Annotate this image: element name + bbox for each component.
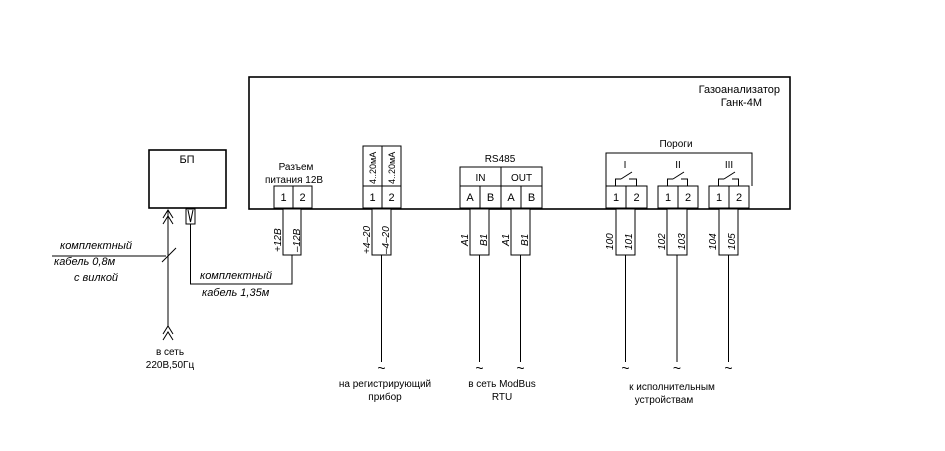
power-connector-title-1: Разъем [279,162,314,173]
rs485-dest-1: в сеть ModBus [468,379,536,390]
analog-output: 4..20мА 4..20мА 1 2 +4–20 –4–20 ~ на рег… [339,145,431,403]
psu-label: БП [179,154,194,166]
rs485-dest-2: RTU [492,392,512,403]
relay-wire-104: 104 [708,233,719,250]
relay-wire-105: 105 [727,233,738,250]
analog-pin-2: 2 [388,192,394,204]
analog-wire-plus: +4–20 [362,225,373,254]
cable-08-line2: кабель 0,8м [54,256,116,268]
psu-box [148,149,227,209]
mains-arrow-icon [162,325,174,341]
relay-group-2: II [675,160,681,171]
analog-dest-2: прибор [368,391,402,403]
mains-label-1: в сеть [156,347,184,358]
rs485-title: RS485 [485,154,516,165]
power-pin-2: 2 [299,192,305,204]
cable-tick [161,247,177,263]
relay-pin-1: 1 [613,192,619,204]
rs485-pin-in-a: A [466,192,474,204]
relay-pin-2: 2 [633,192,639,204]
rs485-tilde-out: ~ [516,360,524,376]
mains-label-2: 220В,50Гц [146,360,195,371]
power-wire-plus: +12В [273,228,284,252]
analog-dest-1: на регистрирующий [339,379,431,390]
relay-contact-2 [667,171,688,186]
relay-wire-102: 102 [657,233,668,250]
power-wire-minus: –12В [292,228,303,253]
relay-wire-100: 100 [605,233,616,250]
analog-tilde: ~ [377,360,385,376]
relay-dest-2: устройствам [635,395,694,406]
cable-135-line1: комплектный [200,270,272,282]
analyzer-model: Ганк-4М [721,97,762,109]
relay-contact-3 [718,171,739,186]
analog-header-1: 4..20мА [368,152,378,184]
cable-08-line1: комплектный [60,240,132,252]
analog-pin-1: 1 [369,192,375,204]
relay-dest-1: к исполнительным [629,382,715,393]
relay-wire-101: 101 [624,233,635,250]
rs485-pin-out-a: A [507,192,515,204]
relay-group-1: I [624,160,627,171]
relay-tilde-1: ~ [621,360,629,376]
power-connector-title-2: питания 12В [265,175,323,186]
rs485-wire-out-b: B1 [520,234,531,246]
psu-cable [190,224,293,285]
analog-header-2: 4..20мА [387,152,397,184]
rs485-in-label: IN [476,173,486,184]
rs485-pin-out-b: B [528,192,535,204]
relay-pin-6: 2 [736,192,742,204]
relay-group-3: III [725,160,733,171]
rs485-out-label: OUT [511,173,532,184]
analyzer-title: Газоанализатор [699,84,780,96]
analog-wire-minus: –4–20 [381,226,392,255]
thresholds-title: Пороги [659,139,692,150]
rs485-wire-in-b: B1 [479,234,490,246]
threshold-relays: Пороги I II III 1 2 1 2 1 2 100 101 102 … [605,139,753,406]
relay-contact-1 [615,171,637,186]
cable-08-line3: с вилкой [74,272,118,284]
relay-pin-5: 1 [716,192,722,204]
rs485-pin-in-b: B [487,192,494,204]
relay-tilde-3: ~ [724,360,732,376]
rs485-tilde-in: ~ [475,360,483,376]
rs485-wire-in-a: A1 [460,234,471,247]
relay-tilde-2: ~ [673,360,681,376]
relay-wire-103: 103 [677,233,688,250]
rs485-wire-out-a: A1 [501,234,512,247]
psu-output-plug [185,208,196,225]
relay-pin-4: 2 [685,192,691,204]
power-connector: Разъем питания 12В 1 2 +12В –12В [265,162,323,256]
relay-pin-3: 1 [665,192,671,204]
cable-135-line2: кабель 1,35м [202,287,270,299]
rs485-port: RS485 IN OUT A B A B A1 B1 A1 B1 ~ ~ в с… [459,154,543,403]
power-pin-1: 1 [280,192,286,204]
